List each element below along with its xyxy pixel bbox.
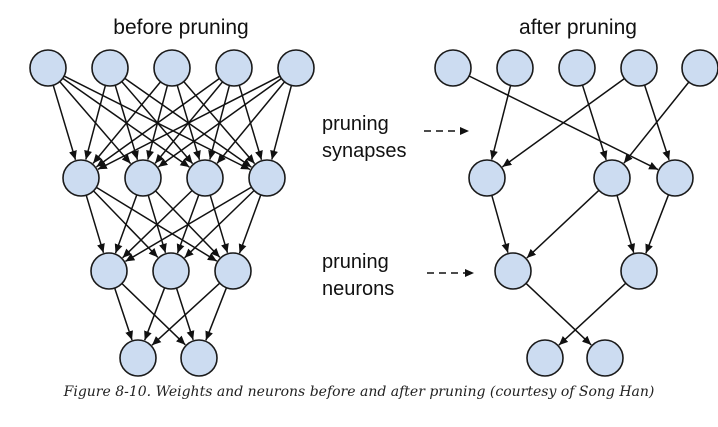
before-edge-l0-4-0 [97, 75, 281, 170]
after-neuron-l1-1 [593, 159, 631, 197]
after-neuron-l1-2 [656, 159, 694, 197]
before-edge-l1-3-1 [184, 189, 255, 259]
before-neuron-l2-2 [214, 252, 252, 290]
before-edge-l0-2-0 [92, 81, 162, 164]
after-edge-l2-0-1 [525, 282, 592, 346]
before-neuron-l0-2 [153, 49, 191, 87]
after-neuron-l3-0 [526, 339, 564, 377]
before-neuron-l0-3 [215, 49, 253, 87]
before-edge-l2-2-0 [151, 282, 221, 346]
before-edge-l0-3-0 [95, 77, 220, 168]
before-edge-l1-3-0 [125, 186, 252, 263]
before-edge-l0-4-3 [270, 85, 293, 160]
before-neuron-l3-0 [119, 339, 157, 377]
after-edge-l0-3-0 [501, 77, 625, 168]
pruning-neurons-label-line1: pruning [322, 251, 389, 273]
before-neuron-l1-0 [62, 159, 100, 197]
before-neuron-l1-3 [248, 159, 286, 197]
before-edge-l2-0-1 [121, 282, 186, 346]
after-edge-l1-2-1 [645, 194, 670, 254]
before-edge-l1-3-2 [238, 194, 262, 254]
nodes-layer [29, 49, 718, 377]
before-edge-l0-0-0 [52, 84, 77, 161]
before-edge-l1-2-0 [122, 189, 193, 259]
before-neuron-l0-1 [91, 49, 129, 87]
before-edge-l0-4-2 [216, 81, 286, 164]
after-neuron-l0-3 [620, 49, 658, 87]
before-pruning-title: before pruning [113, 16, 248, 39]
before-neuron-l1-1 [124, 159, 162, 197]
before-neuron-l2-0 [90, 252, 128, 290]
after-neuron-l0-4 [681, 49, 718, 87]
after-edge-l1-1-0 [526, 189, 600, 259]
after-neuron-l3-1 [586, 339, 624, 377]
before-edge-l0-1-0 [84, 85, 107, 160]
before-neuron-l3-1 [180, 339, 218, 377]
before-edge-l2-1-0 [143, 287, 166, 341]
after-edge-l0-2-1 [581, 84, 608, 161]
before-neuron-l0-0 [29, 49, 67, 87]
before-edge-l2-0-0 [113, 287, 133, 341]
before-neuron-l2-1 [152, 252, 190, 290]
after-neuron-l0-1 [496, 49, 534, 87]
pruning-synapses-label-line1: pruning [322, 113, 389, 135]
before-edge-l1-1-0 [114, 194, 138, 254]
after-neuron-l0-0 [434, 49, 472, 87]
before-edge-l1-0-0 [85, 194, 105, 254]
after-neuron-l1-0 [468, 159, 506, 197]
after-pruning-title: after pruning [519, 16, 637, 39]
before-neuron-l0-4 [277, 49, 315, 87]
figure-caption: Figure 8-10. Weights and neurons before … [63, 384, 655, 400]
pruning-synapses-label-line2: synapses [322, 140, 407, 162]
after-neuron-l2-1 [620, 252, 658, 290]
after-edge-l2-1-0 [558, 282, 627, 346]
before-edge-l0-4-1 [157, 77, 282, 168]
after-edge-l1-1-1 [616, 195, 636, 254]
after-edge-l1-0-0 [491, 195, 510, 253]
after-neuron-l2-0 [494, 252, 532, 290]
before-edge-l2-1-1 [175, 287, 195, 341]
after-neuron-l0-2 [558, 49, 596, 87]
after-edge-l0-4-1 [623, 81, 690, 164]
before-neuron-l1-2 [186, 159, 224, 197]
before-edge-l2-2-1 [205, 287, 228, 341]
edges-layer [52, 75, 690, 346]
pruning-neurons-label-line2: neurons [322, 278, 394, 300]
after-edge-l0-1-0 [490, 85, 512, 160]
